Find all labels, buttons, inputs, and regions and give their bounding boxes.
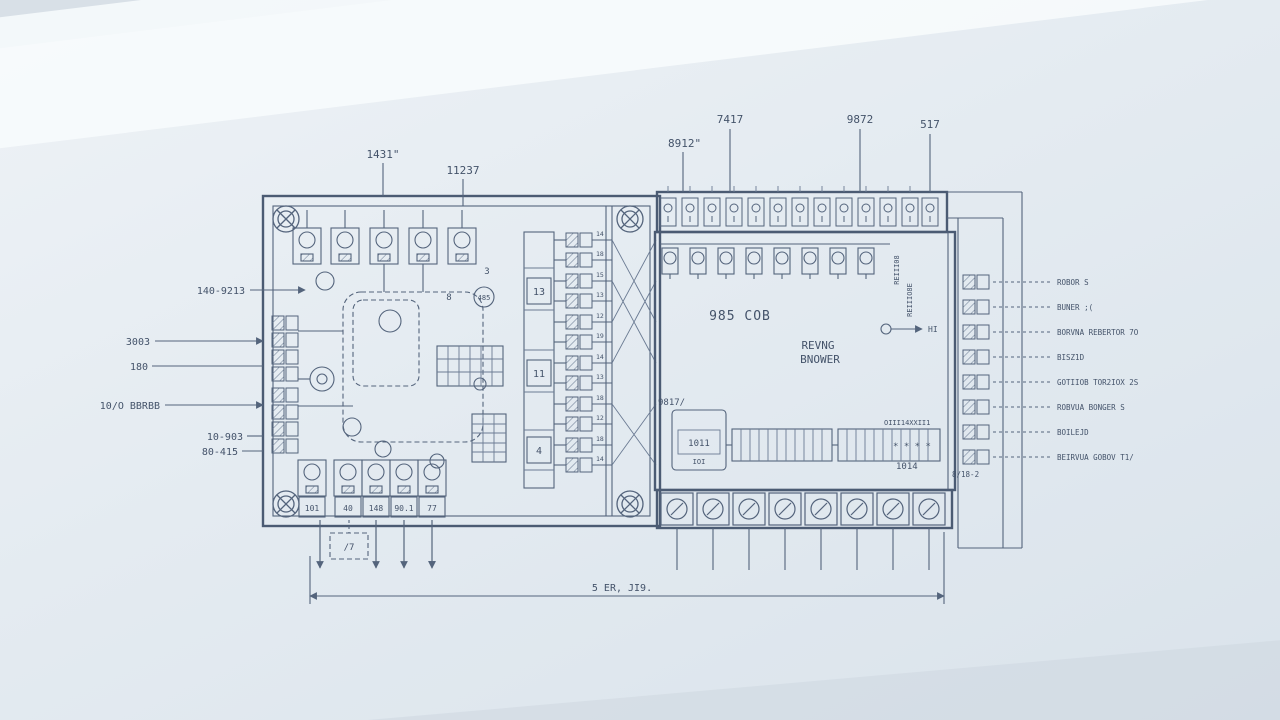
- pin-tick: 14: [596, 455, 604, 463]
- pin-tick: 15: [596, 271, 604, 279]
- terminal-label: 148: [369, 504, 384, 513]
- hi-label: HI: [928, 325, 938, 334]
- dim-label: 180: [130, 362, 148, 373]
- dim-label: 10-903: [207, 432, 243, 443]
- pin-tick: 13: [596, 291, 604, 299]
- io-box-label: 13: [533, 287, 545, 298]
- rail-box-sub: IOI: [693, 458, 706, 466]
- right-connector-column: ROBOR S BUNER ;( BORVNA REBERTOR 7O BISZ…: [947, 191, 1139, 549]
- callout-label: ROBVUA BONGER S: [1057, 403, 1125, 412]
- dim-label: 1431": [366, 148, 399, 161]
- pin-tick: 18: [596, 250, 604, 258]
- callout-label: BISZ1D: [1057, 353, 1085, 362]
- rail-number: 1014: [896, 462, 918, 472]
- left-dimension-callouts: 140-9213 3003 180 10/O BBRBB 10-903 80-4…: [100, 286, 306, 458]
- callout-label: BUNER ;(: [1057, 303, 1093, 312]
- ref-number: 485: [478, 294, 491, 302]
- io-box-label: 11: [533, 369, 545, 380]
- top-dimension-leaders: 1431" 11237: [366, 148, 480, 206]
- ref-number: 8: [446, 293, 451, 303]
- panel-code: 985 COB: [709, 309, 771, 324]
- pin-tick: 14: [596, 353, 604, 361]
- callout-label: BORVNA REBERTOR 7O: [1057, 328, 1139, 337]
- top-terminal-strip: [655, 186, 949, 234]
- corner-screw: [272, 490, 300, 518]
- terminal-label: 40: [343, 504, 353, 513]
- left-panel: [261, 194, 662, 528]
- bottom-dimension: 5 ER, JI9.: [309, 532, 945, 604]
- pin-tick: 13: [596, 373, 604, 381]
- pin-tick: 12: [596, 312, 604, 320]
- panel-name: BNOWER: [800, 353, 840, 366]
- corner-screw: [616, 205, 644, 233]
- bottom-left-terminals: 101 40 148 90.1 77 /7: [297, 459, 447, 568]
- top-fuse-row: [292, 210, 477, 265]
- callout-label: ROBOR S: [1057, 278, 1089, 287]
- dim-label: 80-415: [202, 447, 238, 458]
- vertical-ref-text: REIIIO8E: [906, 283, 914, 317]
- dim-label: 9872: [847, 113, 874, 126]
- pcb-footprints: 8 3 485: [309, 264, 507, 469]
- callout-bottom-label: 8/18-2: [952, 470, 979, 479]
- panel-name: REVNG: [801, 339, 834, 352]
- terminal-label: 90.1: [394, 504, 413, 513]
- left-edge-connectors: [271, 315, 353, 454]
- pin-tick: 18: [596, 435, 604, 443]
- dim-label: 7417: [717, 113, 744, 126]
- dim-label: 3003: [126, 337, 150, 348]
- middle-io-strip: 13 11 4: [523, 231, 555, 489]
- callout-label: BEIRVUA GOBOV T1/: [1057, 453, 1134, 462]
- dim-label: 10/O BBRBB: [100, 401, 160, 412]
- pin-tick: 14: [596, 230, 604, 238]
- rail-stars: * * * *: [893, 442, 931, 452]
- rail-ref-label: 9817/: [658, 398, 685, 408]
- pin-tick: 12: [596, 414, 604, 422]
- overall-dimension-label: 5 ER, JI9.: [592, 583, 652, 594]
- corner-screw: [616, 490, 644, 518]
- io-box-label: 4: [536, 446, 542, 457]
- din-rail-assembly: 9817/ 1011 IOI OIII14XXII1 * * * * 1014: [658, 398, 941, 472]
- rail-code: OIII14XXII1: [884, 419, 930, 427]
- dim-label: 8912": [668, 137, 701, 150]
- ref-number: 3: [484, 267, 489, 277]
- bottom-terminal-strip: [655, 488, 954, 570]
- terminal-label: 101: [305, 504, 320, 513]
- connector-column: 14 18 15 13 12 19 14 13 18 12 18 14: [554, 230, 657, 473]
- top-right-dimension-leaders: 8912" 7417 9872 517: [668, 113, 940, 192]
- rail-box-label: 1011: [688, 439, 710, 449]
- callout-label: BOILEJD: [1057, 428, 1089, 437]
- callout-label: GOTIIOB TOR2IOX 2S: [1057, 378, 1139, 387]
- dim-label: 140-9213: [197, 286, 245, 297]
- dashed-note: /7: [344, 543, 355, 553]
- pin-tick: 18: [596, 394, 604, 402]
- dim-label: 11237: [446, 164, 479, 177]
- vertical-ref-text: REIII08: [893, 255, 901, 285]
- terminal-label: 77: [427, 504, 437, 513]
- dim-label: 517: [920, 118, 940, 131]
- pin-tick: 19: [596, 332, 604, 340]
